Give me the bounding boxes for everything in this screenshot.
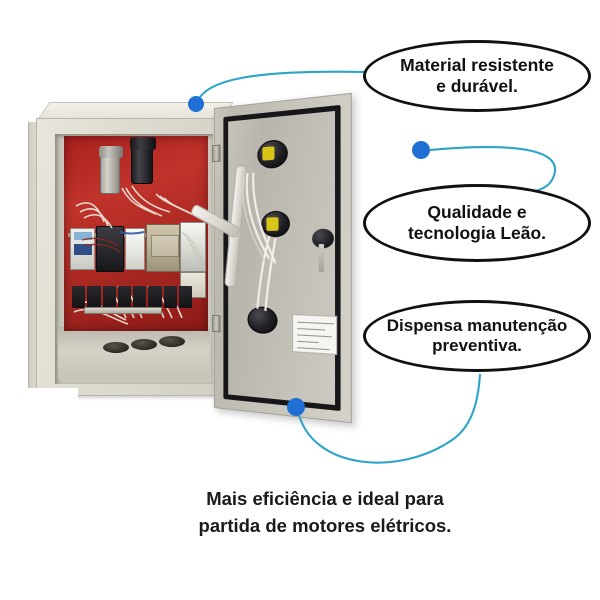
terminal	[72, 286, 86, 308]
caption-line-1: Mais eficiência e ideal para	[206, 488, 444, 509]
terminal	[117, 286, 131, 308]
terminal-marker-strip	[84, 307, 162, 314]
terminal	[87, 286, 101, 308]
bottom-caption: Mais eficiência e ideal para partida de …	[60, 486, 590, 540]
callout-bubble-material: Material resistente e durável.	[363, 40, 591, 112]
component-contactor-primary	[96, 226, 124, 272]
callout-bubble-quality: Qualidade e tecnologia Leão.	[363, 184, 591, 262]
component-timer-module	[146, 224, 180, 272]
cable-gland-knockout	[103, 342, 129, 353]
callout-dot-2	[412, 141, 430, 159]
component-circuit-breaker	[70, 228, 95, 270]
terminal	[178, 286, 192, 308]
cable-gland-knockout	[131, 339, 157, 350]
photo-foreground-mask	[28, 388, 78, 408]
caption-line-2: partida de motores elétricos.	[198, 514, 452, 536]
terminal	[102, 286, 116, 308]
callout-bubble-maintenance-text: Dispensa manutenção preventiva.	[386, 315, 568, 355]
component-auxiliary-relay	[125, 228, 145, 270]
cable-gland-knockout	[159, 336, 185, 347]
callout-bubble-maintenance: Dispensa manutenção preventiva.	[363, 300, 591, 372]
component-surge-device	[99, 146, 123, 194]
door-wiring-diagram-label	[291, 314, 338, 356]
product-photo-electrical-panel	[28, 92, 378, 424]
callout-bubble-quality-text: Qualidade e tecnologia Leão.	[407, 202, 547, 243]
callout-bubble-material-text: Material resistente e durável.	[400, 55, 554, 96]
component-contactor-secondary	[180, 222, 206, 272]
door-wiring	[215, 94, 353, 425]
component-transformer	[130, 137, 156, 184]
cabinet-floor	[58, 327, 210, 379]
terminal	[163, 286, 177, 308]
terminal-block-row	[72, 286, 192, 308]
cabinet-left-face	[28, 122, 38, 394]
terminal	[148, 286, 162, 308]
terminal	[133, 286, 147, 308]
cabinet-door-open	[189, 92, 353, 425]
